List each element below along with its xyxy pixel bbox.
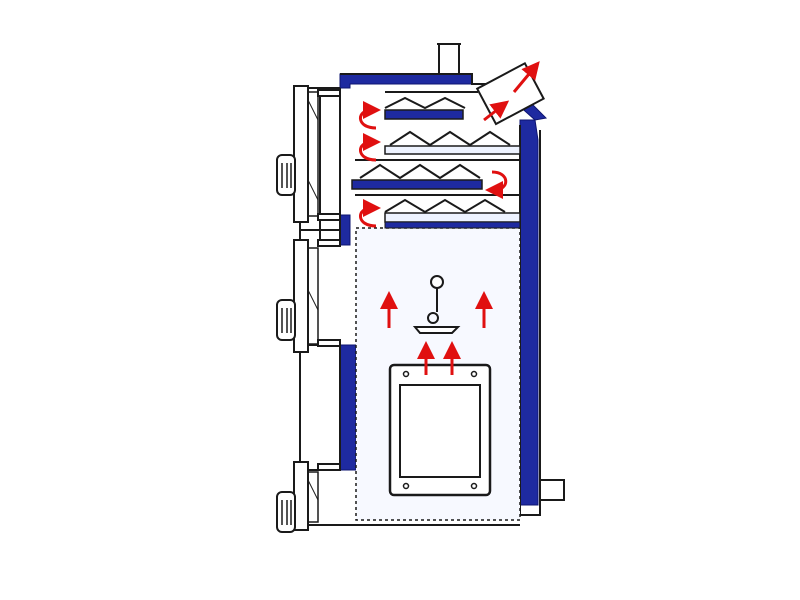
heat-exchanger <box>351 91 521 229</box>
fin-row-1 <box>384 96 466 110</box>
return-arrow-4 <box>359 199 381 228</box>
fin-row-3 <box>359 163 481 180</box>
baffle-4 <box>384 212 521 223</box>
return-arrow-3 <box>485 170 508 199</box>
baffle-2 <box>384 145 521 155</box>
draught-regulator <box>412 275 461 334</box>
baffle-1 <box>384 109 464 120</box>
exhaust-arrow-2 <box>512 61 540 93</box>
middle-door-handle <box>276 299 296 341</box>
middle-door <box>293 239 319 353</box>
exhaust-arrow-1 <box>483 100 510 122</box>
return-arrow-1 <box>359 101 381 130</box>
top-loading-door <box>293 85 319 223</box>
return-pipe <box>539 479 565 501</box>
return-arrow-2 <box>359 133 381 162</box>
ash-door-handle <box>276 491 296 533</box>
baffle-3 <box>351 179 483 190</box>
heat-flow-arrows <box>359 61 540 375</box>
chimney-stub <box>438 43 460 75</box>
fin-row-4 <box>384 198 506 214</box>
top-door-handle <box>276 154 296 196</box>
ash-door <box>293 461 319 531</box>
fin-row-2 <box>389 130 511 147</box>
grate-frame <box>388 363 492 497</box>
